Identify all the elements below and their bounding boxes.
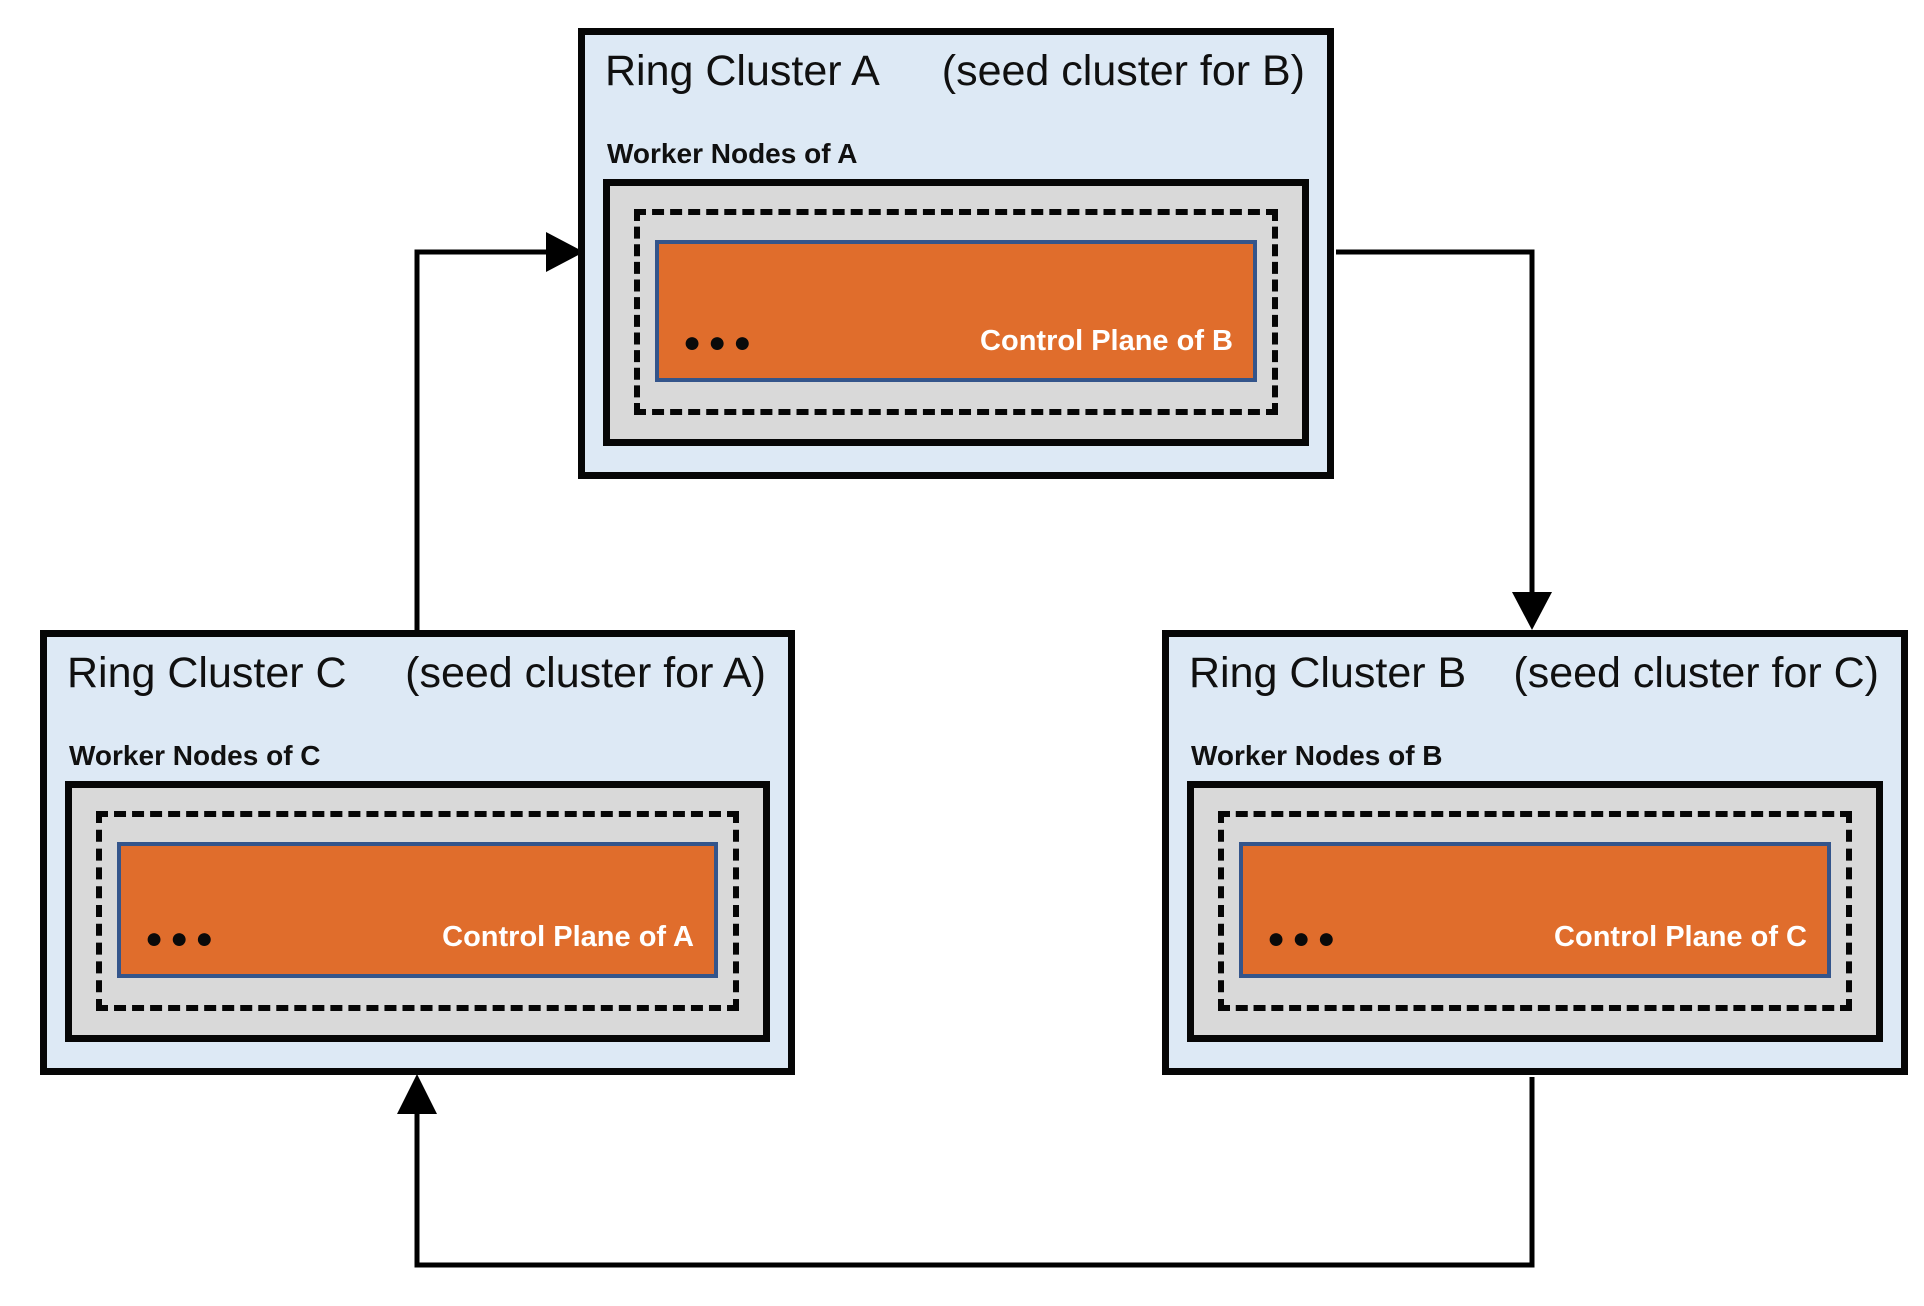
cluster-b: Ring Cluster B (seed cluster for C) Work… bbox=[1162, 630, 1908, 1075]
ellipsis-dots-icon: ●●● bbox=[145, 922, 221, 955]
arrowhead-up-icon bbox=[397, 1074, 437, 1114]
cluster-c: Ring Cluster C (seed cluster for A) Work… bbox=[40, 630, 795, 1075]
cluster-c-control-plane: ●●● Control Plane of A bbox=[117, 842, 718, 978]
cluster-a-title-row: Ring Cluster A (seed cluster for B) bbox=[603, 45, 1309, 96]
arrow-c-to-a bbox=[414, 232, 584, 632]
cluster-b-worker-container: ●●● Control Plane of C bbox=[1187, 781, 1883, 1042]
cluster-b-worker-label: Worker Nodes of B bbox=[1191, 740, 1443, 772]
cluster-b-control-plane: ●●● Control Plane of C bbox=[1239, 842, 1831, 978]
cluster-c-control-plane-label: Control Plane of A bbox=[442, 921, 694, 953]
cluster-a-control-plane: ●●● Control Plane of B bbox=[655, 240, 1257, 382]
cluster-a: Ring Cluster A (seed cluster for B) Work… bbox=[578, 28, 1334, 479]
cluster-c-dashed-boundary: ●●● Control Plane of A bbox=[96, 811, 739, 1011]
ellipsis-dots-icon: ●●● bbox=[1267, 922, 1343, 955]
cluster-b-subtitle: (seed cluster for C) bbox=[1513, 649, 1879, 697]
cluster-c-worker-container: ●●● Control Plane of A bbox=[65, 781, 770, 1042]
arrow-b-to-c bbox=[397, 1074, 1535, 1268]
arrowhead-right-icon bbox=[546, 232, 584, 272]
cluster-b-control-plane-label: Control Plane of C bbox=[1554, 921, 1807, 953]
cluster-a-dashed-boundary: ●●● Control Plane of B bbox=[634, 209, 1278, 415]
cluster-b-title: Ring Cluster B bbox=[1189, 649, 1467, 697]
cluster-a-subtitle: (seed cluster for B) bbox=[941, 47, 1305, 95]
cluster-c-worker-label: Worker Nodes of C bbox=[69, 740, 321, 772]
arrowhead-down-icon bbox=[1512, 592, 1552, 630]
cluster-a-worker-label: Worker Nodes of A bbox=[607, 138, 858, 170]
cluster-c-subtitle: (seed cluster for A) bbox=[405, 649, 766, 697]
arrow-a-to-b bbox=[1336, 249, 1552, 630]
cluster-b-dashed-boundary: ●●● Control Plane of C bbox=[1218, 811, 1852, 1011]
cluster-c-title: Ring Cluster C bbox=[67, 649, 347, 697]
ellipsis-dots-icon: ●●● bbox=[683, 326, 759, 359]
cluster-a-worker-container: ●●● Control Plane of B bbox=[603, 179, 1309, 446]
cluster-b-title-row: Ring Cluster B (seed cluster for C) bbox=[1187, 647, 1883, 698]
cluster-a-control-plane-label: Control Plane of B bbox=[980, 325, 1233, 357]
cluster-c-title-row: Ring Cluster C (seed cluster for A) bbox=[65, 647, 770, 698]
cluster-a-title: Ring Cluster A bbox=[605, 47, 880, 95]
